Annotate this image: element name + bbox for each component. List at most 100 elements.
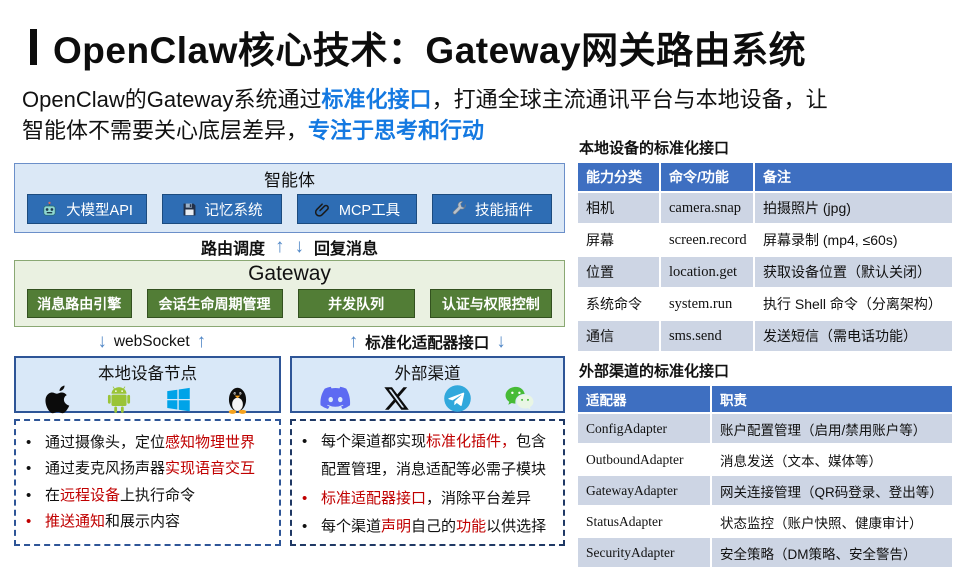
note-text: 每个渠道都实现标准化插件，包含配置管理，消息适配等必需子模块 bbox=[321, 428, 553, 484]
table-cell: 相机 bbox=[578, 191, 660, 224]
table-cell: location.get bbox=[659, 255, 754, 288]
text-segment: ，消除平台差异 bbox=[426, 489, 532, 507]
adapter-interface-label: 标准化适配器接口 bbox=[365, 334, 490, 352]
websocket-flow: ↓ webSocket ↑ bbox=[14, 332, 290, 351]
text-segment: 标准适配器接口 bbox=[321, 489, 427, 507]
table-cell: OutboundAdapter bbox=[578, 443, 711, 475]
table-cell: 通信 bbox=[578, 319, 660, 351]
external-channels-box: 外部渠道 bbox=[290, 356, 565, 413]
column-header: 命令/功能 bbox=[659, 163, 754, 192]
text-segment: OpenClaw的Gateway系统通过 bbox=[22, 87, 322, 112]
local-platform-icons bbox=[16, 384, 279, 414]
floppy-icon bbox=[182, 202, 197, 217]
agent-module-label: 大模型API bbox=[66, 202, 133, 219]
text-segment: 以供选择 bbox=[486, 518, 547, 536]
paperclip-icon bbox=[314, 201, 331, 218]
text-segment: 自己的 bbox=[411, 518, 457, 536]
wrench-icon bbox=[451, 201, 467, 217]
bullet: • bbox=[26, 434, 32, 451]
table-cell: 安全策略（DM策略、安全警告） bbox=[710, 536, 952, 567]
text-segment: 通过麦克风扬声器 bbox=[45, 460, 166, 478]
page-title-row: OpenClaw核心技术：Gateway网关路由系统 bbox=[30, 20, 806, 74]
external-channels-notes: • 每个渠道都实现标准化插件，包含配置管理，消息适配等必需子模块 • 标准适配器接口，… bbox=[290, 419, 565, 546]
page-title: OpenClaw核心技术：Gateway网关路由系统 bbox=[53, 30, 807, 71]
header-row: 能力分类命令/功能备注 bbox=[578, 163, 952, 192]
local-devices-box: 本地设备节点 bbox=[14, 356, 282, 414]
table-cell: 网关连接管理（QR码登录、登出等） bbox=[710, 474, 952, 506]
table-cell: 屏幕录制 (mp4, ≤60s) bbox=[753, 223, 952, 256]
note-item: • 推送通知和展示内容 bbox=[26, 512, 269, 532]
gateway-module-chip: 认证与权限控制 bbox=[429, 289, 552, 318]
table-cell: sms.send bbox=[659, 319, 754, 351]
text-segment: 每个渠道 bbox=[321, 518, 382, 536]
bullet: • bbox=[302, 433, 308, 450]
gateway-module-chip: 消息路由引擎 bbox=[27, 289, 132, 318]
header-row: 适配器职责 bbox=[578, 386, 952, 413]
text-segment: ，打通全球主流通讯平台与本地设备，让 bbox=[431, 87, 828, 112]
robot-icon bbox=[41, 201, 58, 218]
bullet: • bbox=[302, 518, 308, 536]
text-segment: 标准化插件， bbox=[426, 433, 517, 450]
table-cell: screen.record bbox=[659, 223, 754, 256]
table-cell: 账户配置管理（启用/禁用账户等） bbox=[710, 412, 952, 444]
table-cell: 系统命令 bbox=[578, 287, 660, 320]
down-arrow-icon: ↓ bbox=[97, 331, 107, 352]
websocket-label: webSocket bbox=[113, 332, 190, 350]
note-item: • 通过摄像头，定位感知物理世界 bbox=[26, 433, 269, 453]
note-item: • 通过麦克风扬声器实现语音交互 bbox=[26, 459, 269, 479]
discord-icon bbox=[320, 386, 351, 411]
note-text: 推送通知和展示内容 bbox=[45, 512, 180, 532]
text-segment: 实现语音交互 bbox=[165, 460, 256, 478]
column-header: 职责 bbox=[710, 386, 952, 413]
table-cell: 拍摄照片 (jpg) bbox=[753, 191, 952, 224]
table-cell: 发送短信（需电话功能） bbox=[753, 319, 952, 351]
gateway-layer-box: Gateway 消息路由引擎会话生命周期管理并发队列认证与权限控制 bbox=[14, 260, 565, 327]
linux-icon bbox=[224, 384, 251, 414]
gateway-module-chip: 会话生命周期管理 bbox=[146, 289, 283, 318]
agent-module-chip: 记忆系统 bbox=[162, 194, 282, 224]
table-cell: 消息发送（文本、媒体等） bbox=[710, 443, 952, 475]
agent-module-label: 记忆系统 bbox=[204, 202, 263, 219]
title-accent-bar bbox=[30, 29, 37, 65]
up-arrow-icon: ↑ bbox=[275, 236, 285, 257]
note-text: 通过麦克风扬声器实现语音交互 bbox=[45, 459, 255, 479]
apple-icon bbox=[44, 384, 74, 414]
text-segment: 每个渠道都实现 bbox=[321, 433, 427, 450]
intro-paragraph: OpenClaw的Gateway系统通过标准化接口，打通全球主流通讯平台与本地设… bbox=[22, 84, 954, 146]
note-text: 通过摄像头，定位感知物理世界 bbox=[45, 433, 255, 453]
reply-message-label: 回复消息 bbox=[314, 240, 379, 258]
android-icon bbox=[106, 385, 132, 414]
external-platform-icons bbox=[292, 384, 563, 413]
text-segment: 感知物理世界 bbox=[165, 434, 256, 451]
table-cell: ConfigAdapter bbox=[578, 412, 711, 444]
note-text: 每个渠道声明自己的功能以供选择 bbox=[321, 513, 546, 541]
gateway-modules-row: 消息路由引擎会话生命周期管理并发队列认证与权限控制 bbox=[27, 289, 552, 318]
bullet: • bbox=[26, 512, 32, 530]
routing-dispatch-label: 路由调度 bbox=[200, 240, 265, 258]
agent-module-label: MCP工具 bbox=[338, 202, 401, 219]
local-table-title: 本地设备的标准化接口 bbox=[579, 140, 730, 157]
bullet: • bbox=[26, 460, 32, 478]
text-segment: 包含配置管理，消息适配等必需子模块 bbox=[321, 433, 547, 478]
table-cell: SecurityAdapter bbox=[578, 536, 711, 567]
endpoint-boxes-row: 本地设备节点 外部渠道 bbox=[14, 356, 565, 414]
table-cell: camera.snap bbox=[659, 191, 754, 224]
gateway-endpoints-flow: ↓ webSocket ↑ ↑ 标准化适配器接口 ↓ bbox=[14, 327, 565, 356]
agent-layer-title: 智能体 bbox=[264, 171, 315, 190]
column-header: 能力分类 bbox=[578, 163, 660, 192]
text-segment: 声明 bbox=[381, 518, 412, 536]
